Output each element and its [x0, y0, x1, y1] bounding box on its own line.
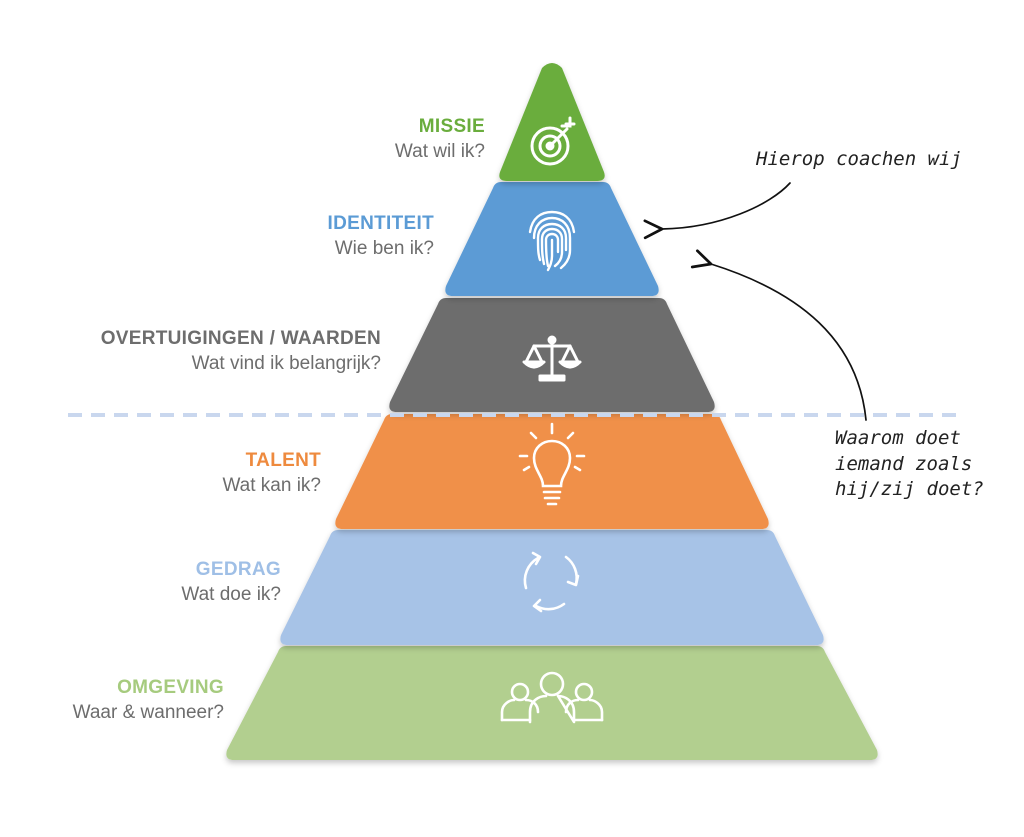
layer-gedrag	[280, 530, 824, 645]
level-label-gedrag: GEDRAG Wat doe ik?	[181, 559, 281, 607]
coach-note: Hierop coachen wij	[756, 148, 962, 170]
why-note: Waarom doet iemand zoals hij/zij doet?	[835, 426, 984, 503]
level-label-talent: TALENT Wat kan ik?	[222, 450, 321, 498]
fingerprint-icon	[528, 210, 576, 272]
why-note-line: Waarom doet	[835, 427, 961, 449]
why-note-line: iemand zoals	[835, 452, 973, 475]
why-arrow	[690, 249, 867, 421]
level-subtitle: Wie ben ik?	[334, 237, 434, 259]
level-subtitle: Wat kan ik?	[222, 474, 321, 496]
cycle-arrows-icon	[523, 551, 580, 613]
why-note-line: hij/zij doet?	[835, 478, 984, 501]
level-title: GEDRAG	[195, 559, 281, 580]
level-label-overtuigingen: OVERTUIGINGEN / WAARDEN Wat vind ik bela…	[101, 328, 381, 376]
people-group-icon	[500, 671, 604, 724]
level-subtitle: Waar & wanneer?	[72, 701, 224, 723]
level-title: OVERTUIGINGEN / WAARDEN	[100, 328, 381, 349]
level-title: MISSIE	[418, 116, 485, 137]
layer-omgeving	[226, 646, 878, 760]
layer-missie	[499, 63, 605, 181]
level-subtitle: Wat vind ik belangrijk?	[191, 352, 381, 374]
level-subtitle: Wat wil ik?	[394, 140, 485, 162]
level-label-omgeving: OMGEVING Waar & wanneer?	[73, 677, 224, 725]
coach-arrow	[643, 182, 791, 240]
level-label-identiteit: IDENTITEIT Wie ben ik?	[328, 213, 434, 261]
level-label-missie: MISSIE Wat wil ik?	[395, 116, 485, 164]
level-title: TALENT	[245, 450, 321, 471]
layer-talent	[335, 414, 769, 529]
level-title: IDENTITEIT	[327, 213, 434, 234]
scales-icon	[522, 335, 582, 382]
lightbulb-icon	[518, 422, 586, 506]
level-title: OMGEVING	[117, 677, 224, 698]
target-icon	[530, 116, 576, 166]
level-subtitle: Wat doe ik?	[181, 583, 281, 605]
